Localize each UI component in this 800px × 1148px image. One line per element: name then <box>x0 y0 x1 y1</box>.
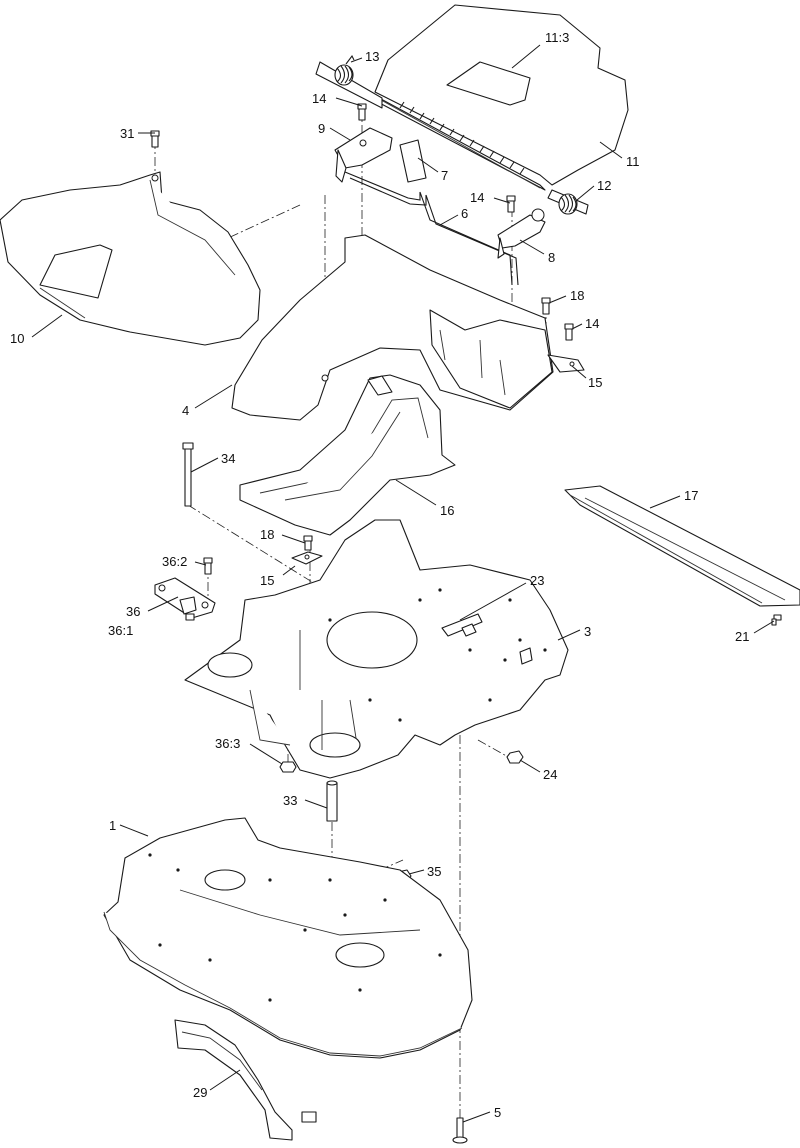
callout-18b: 18 <box>260 527 274 542</box>
callout-35: 35 <box>427 864 441 879</box>
callout-29: 29 <box>193 1085 207 1100</box>
part-8-bracket <box>497 208 546 259</box>
callout-9: 9 <box>318 121 325 136</box>
callout-34: 34 <box>221 451 235 466</box>
callout-21: 21 <box>735 629 749 644</box>
callout-7: 7 <box>441 168 448 183</box>
callout-4: 4 <box>182 403 189 418</box>
callout-36-2: 36:2 <box>162 554 187 569</box>
callout-14c: 14 <box>585 316 599 331</box>
part-5-bolt <box>452 1117 468 1144</box>
callout-36-3: 36:3 <box>215 736 240 751</box>
callout-3: 3 <box>584 624 591 639</box>
part-21-screw <box>771 614 782 626</box>
callout-36-1: 36:1 <box>108 623 133 638</box>
callout-15a: 15 <box>588 375 602 390</box>
part-13-spring <box>334 54 355 86</box>
callout-15b: 15 <box>260 573 274 588</box>
callout-14a: 14 <box>312 91 326 106</box>
callout-labels: 11:3 13 14 31 9 7 11 12 14 6 8 18 14 10 … <box>10 30 749 1120</box>
callout-13: 13 <box>365 49 379 64</box>
callout-10: 10 <box>10 331 24 346</box>
part-3-frame <box>184 519 569 779</box>
callout-17: 17 <box>684 488 698 503</box>
callout-8: 8 <box>548 250 555 265</box>
part-36-bracket <box>154 577 216 621</box>
part-10-shroud <box>0 171 261 346</box>
part-17-strip <box>564 485 800 607</box>
part-1-deck <box>103 817 473 1059</box>
part-11-cover <box>315 4 629 215</box>
callout-16: 16 <box>440 503 454 518</box>
part-7-pad <box>399 139 427 183</box>
callout-31: 31 <box>120 126 134 141</box>
part-12-spring <box>558 193 578 215</box>
leader-lines <box>31 44 775 1123</box>
part-4-panel <box>231 234 585 421</box>
callout-23: 23 <box>530 573 544 588</box>
callout-5: 5 <box>494 1105 501 1120</box>
part-9-bracket <box>334 127 393 183</box>
part-15-clip <box>291 551 323 565</box>
callout-18a: 18 <box>570 288 584 303</box>
callout-1: 1 <box>109 818 116 833</box>
part-33-spacer <box>326 780 338 822</box>
callout-24: 24 <box>543 767 557 782</box>
part-29-bracket <box>174 1019 317 1141</box>
callout-11: 11 <box>626 154 640 169</box>
callout-6: 6 <box>461 206 468 221</box>
callout-33: 33 <box>283 793 297 808</box>
part-34-bolt <box>182 442 194 507</box>
callout-11-3: 11:3 <box>545 30 569 45</box>
part-6-rod <box>344 171 519 286</box>
callout-36: 36 <box>126 604 140 619</box>
callout-12: 12 <box>597 178 611 193</box>
part-16-chute <box>239 374 456 536</box>
callout-14b: 14 <box>470 190 484 205</box>
